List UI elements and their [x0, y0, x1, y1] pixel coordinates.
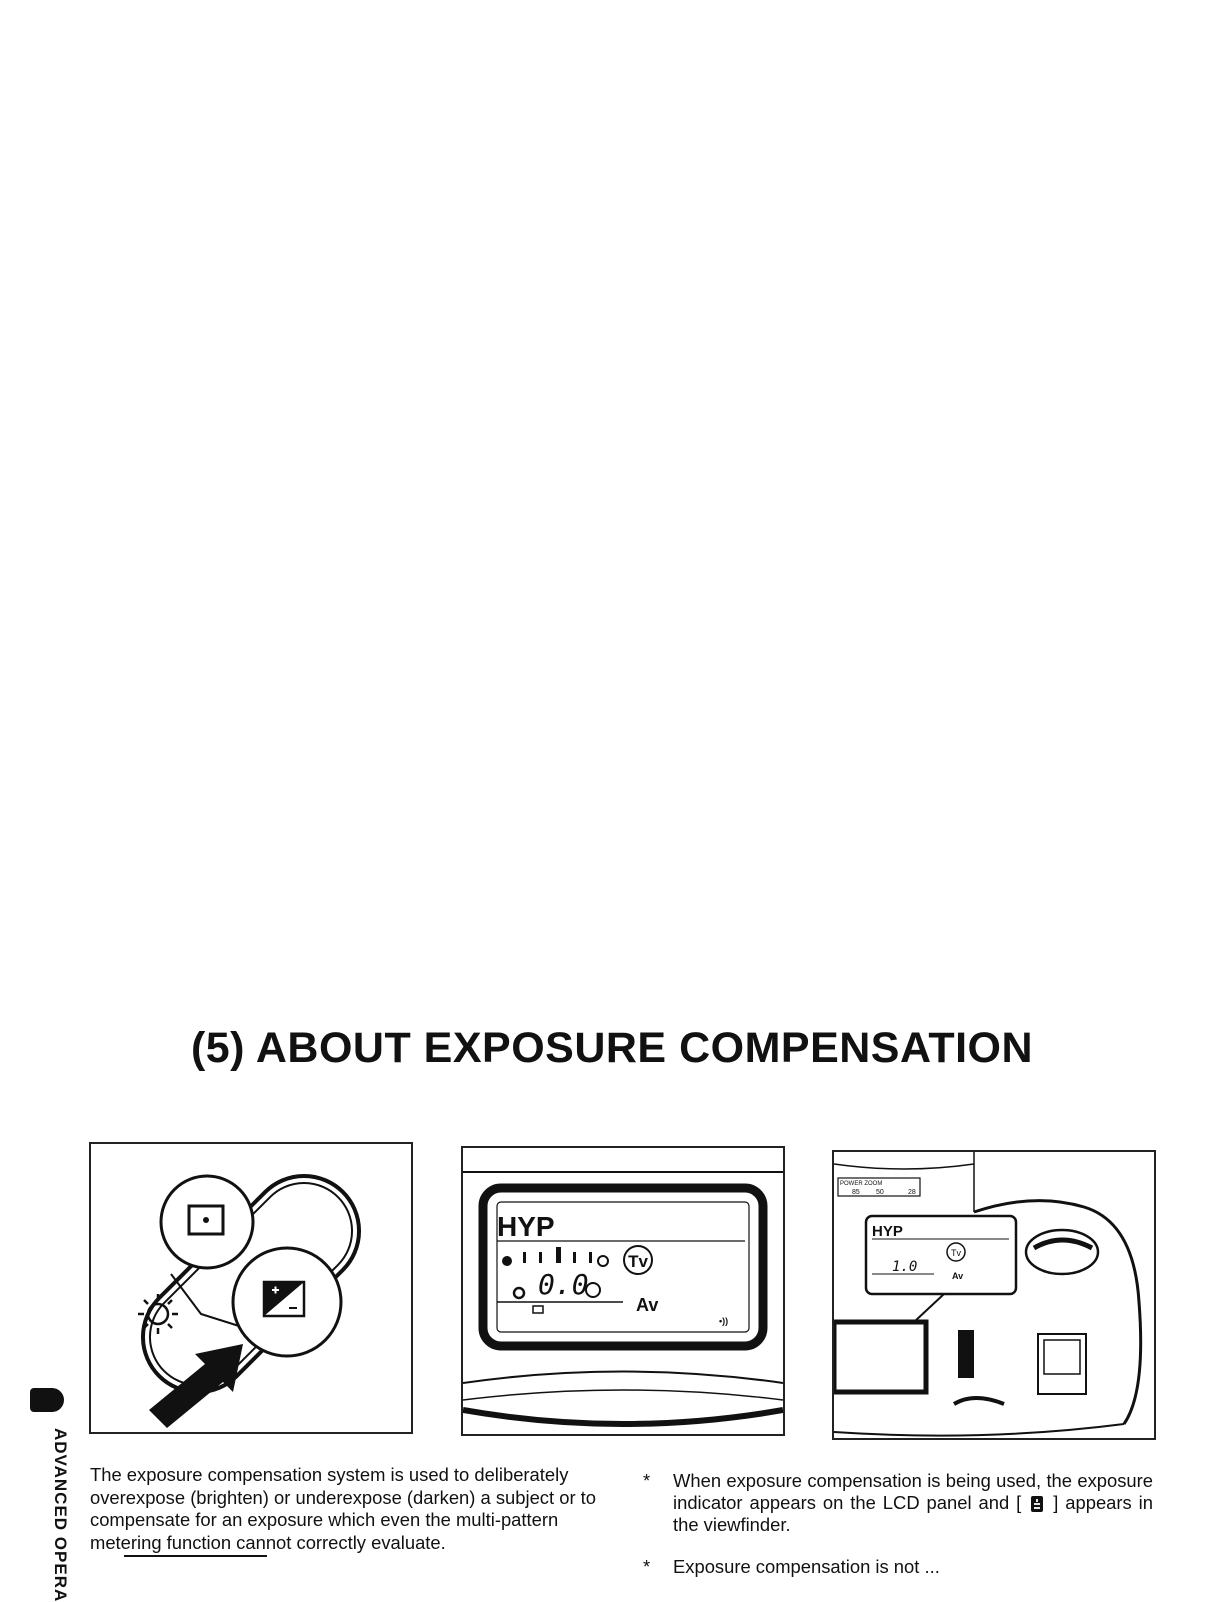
zoom-mark-28: 28 — [908, 1189, 916, 1196]
lcd-mode-text: HYP — [497, 1211, 555, 1242]
page-title: (5) ABOUT EXPOSURE COMPENSATION — [190, 1024, 1034, 1072]
figure-camera-top: POWER ZOOM 85 50 28 HYP Tv 1.0 Av — [832, 1150, 1156, 1440]
intro-paragraph: The exposure compensation system is used… — [90, 1464, 597, 1553]
zoom-mark-85: 85 — [852, 1189, 860, 1196]
figure-compensation-button — [89, 1142, 413, 1434]
exposure-compensation-icon — [262, 1280, 306, 1318]
underline-mark — [124, 1555, 267, 1557]
lcd-av-text: Av — [636, 1295, 658, 1315]
note-text-before: When exposure compensation is being used… — [673, 1470, 1153, 1513]
lcd-panel-illustration: HYP Tv 0.0 Av •)) — [463, 1171, 783, 1427]
camera-top-illustration: POWER ZOOM 85 50 28 HYP Tv 1.0 Av — [834, 1152, 1143, 1437]
zoom-mark-50: 50 — [876, 1189, 884, 1196]
zoom-label-text: POWER ZOOM — [840, 1181, 882, 1187]
section-tab-marker — [30, 1388, 64, 1412]
note-text: Exposure compensation is not ... — [673, 1556, 940, 1577]
camera-value-text: 1.0 — [892, 1259, 917, 1275]
spot-meter-icon — [187, 1204, 225, 1236]
note-text-after: ] appears in the viewfinder. — [673, 1492, 1153, 1535]
exposure-compensation-button[interactable] — [231, 1246, 343, 1358]
pointer-arrow — [149, 1344, 243, 1428]
lcd-value-text: 0.0 — [538, 1268, 589, 1301]
note-text: When exposure compensation is being used… — [673, 1470, 1153, 1536]
lcd-tv-text: Tv — [628, 1252, 648, 1271]
compensation-indicator-icon — [1031, 1496, 1044, 1513]
illumination-icon — [138, 1294, 178, 1334]
camera-av-text: Av — [952, 1271, 963, 1281]
tv-indicator-icon — [623, 1245, 653, 1275]
camera-mode-text: HYP — [872, 1223, 903, 1240]
compensation-button-illustration — [138, 1173, 362, 1428]
control-dial[interactable] — [1024, 1228, 1100, 1276]
svg-text:•)): •)) — [719, 1316, 728, 1326]
figure-lcd-panel: HYP Tv 0.0 Av •)) — [461, 1146, 785, 1436]
note-bullet: * — [643, 1470, 651, 1491]
exposure-scale — [502, 1247, 609, 1267]
side-section-label: ADVANCED OPERA — [51, 1428, 70, 1602]
camera-tv-text: Tv — [951, 1248, 961, 1258]
note-item: * When exposure compensation is being us… — [643, 1470, 1153, 1536]
note-item: * Exposure compensation is not ... — [643, 1556, 1153, 1578]
note-bullet: * — [643, 1556, 651, 1577]
